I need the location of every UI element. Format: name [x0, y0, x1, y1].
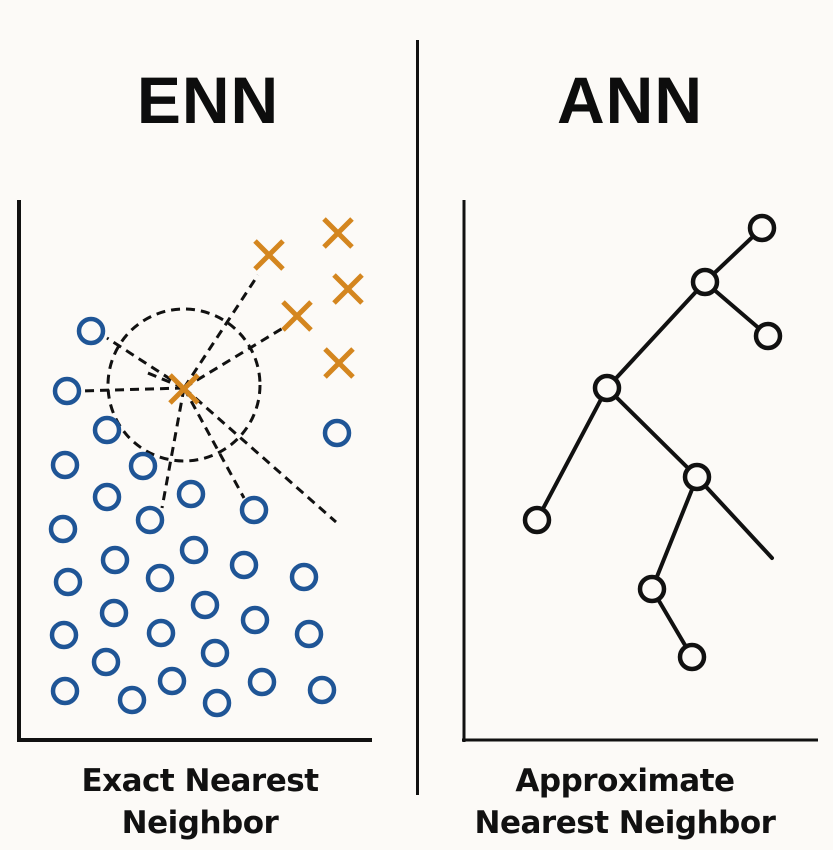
data-point-circle: [294, 619, 324, 649]
distance-line: [79, 386, 185, 393]
distance-line: [183, 386, 337, 524]
query-point-cross: [322, 217, 354, 249]
tree-edge: [605, 280, 707, 390]
data-point-circle: [50, 676, 80, 706]
query-point-cross: [323, 347, 355, 379]
enn-query-points: [168, 217, 364, 405]
data-point-circle: [99, 598, 129, 628]
search-radius-circle: [106, 307, 262, 463]
tree-node: [637, 574, 667, 604]
data-point-circle: [157, 666, 187, 696]
data-point-circle: [307, 675, 337, 705]
data-point-circle: [240, 605, 270, 635]
tree-node: [522, 505, 552, 535]
panel-divider: [416, 40, 419, 795]
data-point-circle: [92, 482, 122, 512]
data-point-circle: [128, 451, 158, 481]
data-point-circle: [190, 590, 220, 620]
distance-line: [160, 387, 186, 509]
data-point-circle: [48, 514, 78, 544]
data-point-circle: [52, 376, 82, 406]
ann-caption: Approximate Nearest Neighbor: [445, 760, 805, 844]
data-point-circle: [135, 505, 165, 535]
tree-edge-open: [695, 475, 774, 560]
tree-node: [690, 267, 720, 297]
data-point-circle: [289, 562, 319, 592]
enn-caption: Exact Nearest Neighbor: [30, 760, 370, 844]
data-point-circle: [322, 418, 352, 448]
data-point-circle: [247, 667, 277, 697]
data-point-circle: [49, 620, 79, 650]
data-point-circle: [91, 647, 121, 677]
enn-title: ENN: [136, 63, 280, 137]
data-point-circle: [176, 479, 206, 509]
distance-line: [182, 274, 260, 389]
tree-node: [592, 373, 622, 403]
distance-line: [183, 326, 284, 390]
enn-data-points: [48, 316, 352, 718]
enn-caption-line2: Neighbor: [121, 805, 279, 841]
ann-caption-line2: Nearest Neighbor: [474, 805, 776, 841]
ann-caption-line1: Approximate: [515, 763, 735, 799]
data-point-circle: [179, 535, 209, 565]
query-point-cross: [281, 300, 313, 332]
ann-title: ANN: [557, 63, 703, 137]
ann-axes: [462, 200, 818, 742]
tree-edge: [650, 475, 699, 591]
data-point-circle: [200, 638, 230, 668]
data-point-circle: [76, 316, 106, 346]
query-point-cross: [253, 239, 285, 271]
tree-edge: [535, 386, 609, 522]
distance-line: [182, 387, 246, 499]
enn-caption-line1: Exact Nearest: [81, 763, 319, 799]
data-point-circle: [92, 415, 122, 445]
enn-axes: [17, 200, 372, 742]
data-point-circle: [229, 550, 259, 580]
tree-node: [753, 321, 783, 351]
ann-tree-nodes: [522, 213, 783, 672]
data-point-circle: [53, 567, 83, 597]
query-point-cross: [332, 273, 364, 305]
tree-node: [677, 642, 707, 672]
data-point-circle: [100, 545, 130, 575]
data-point-circle: [117, 685, 147, 715]
tree-node: [747, 213, 777, 243]
data-point-circle: [202, 688, 232, 718]
data-point-circle: [145, 563, 175, 593]
data-point-circle: [239, 495, 269, 525]
tree-edge: [605, 386, 699, 479]
data-point-circle: [50, 450, 80, 480]
data-point-circle: [146, 618, 176, 648]
tree-node: [682, 462, 712, 492]
query-point-cross: [168, 373, 200, 405]
